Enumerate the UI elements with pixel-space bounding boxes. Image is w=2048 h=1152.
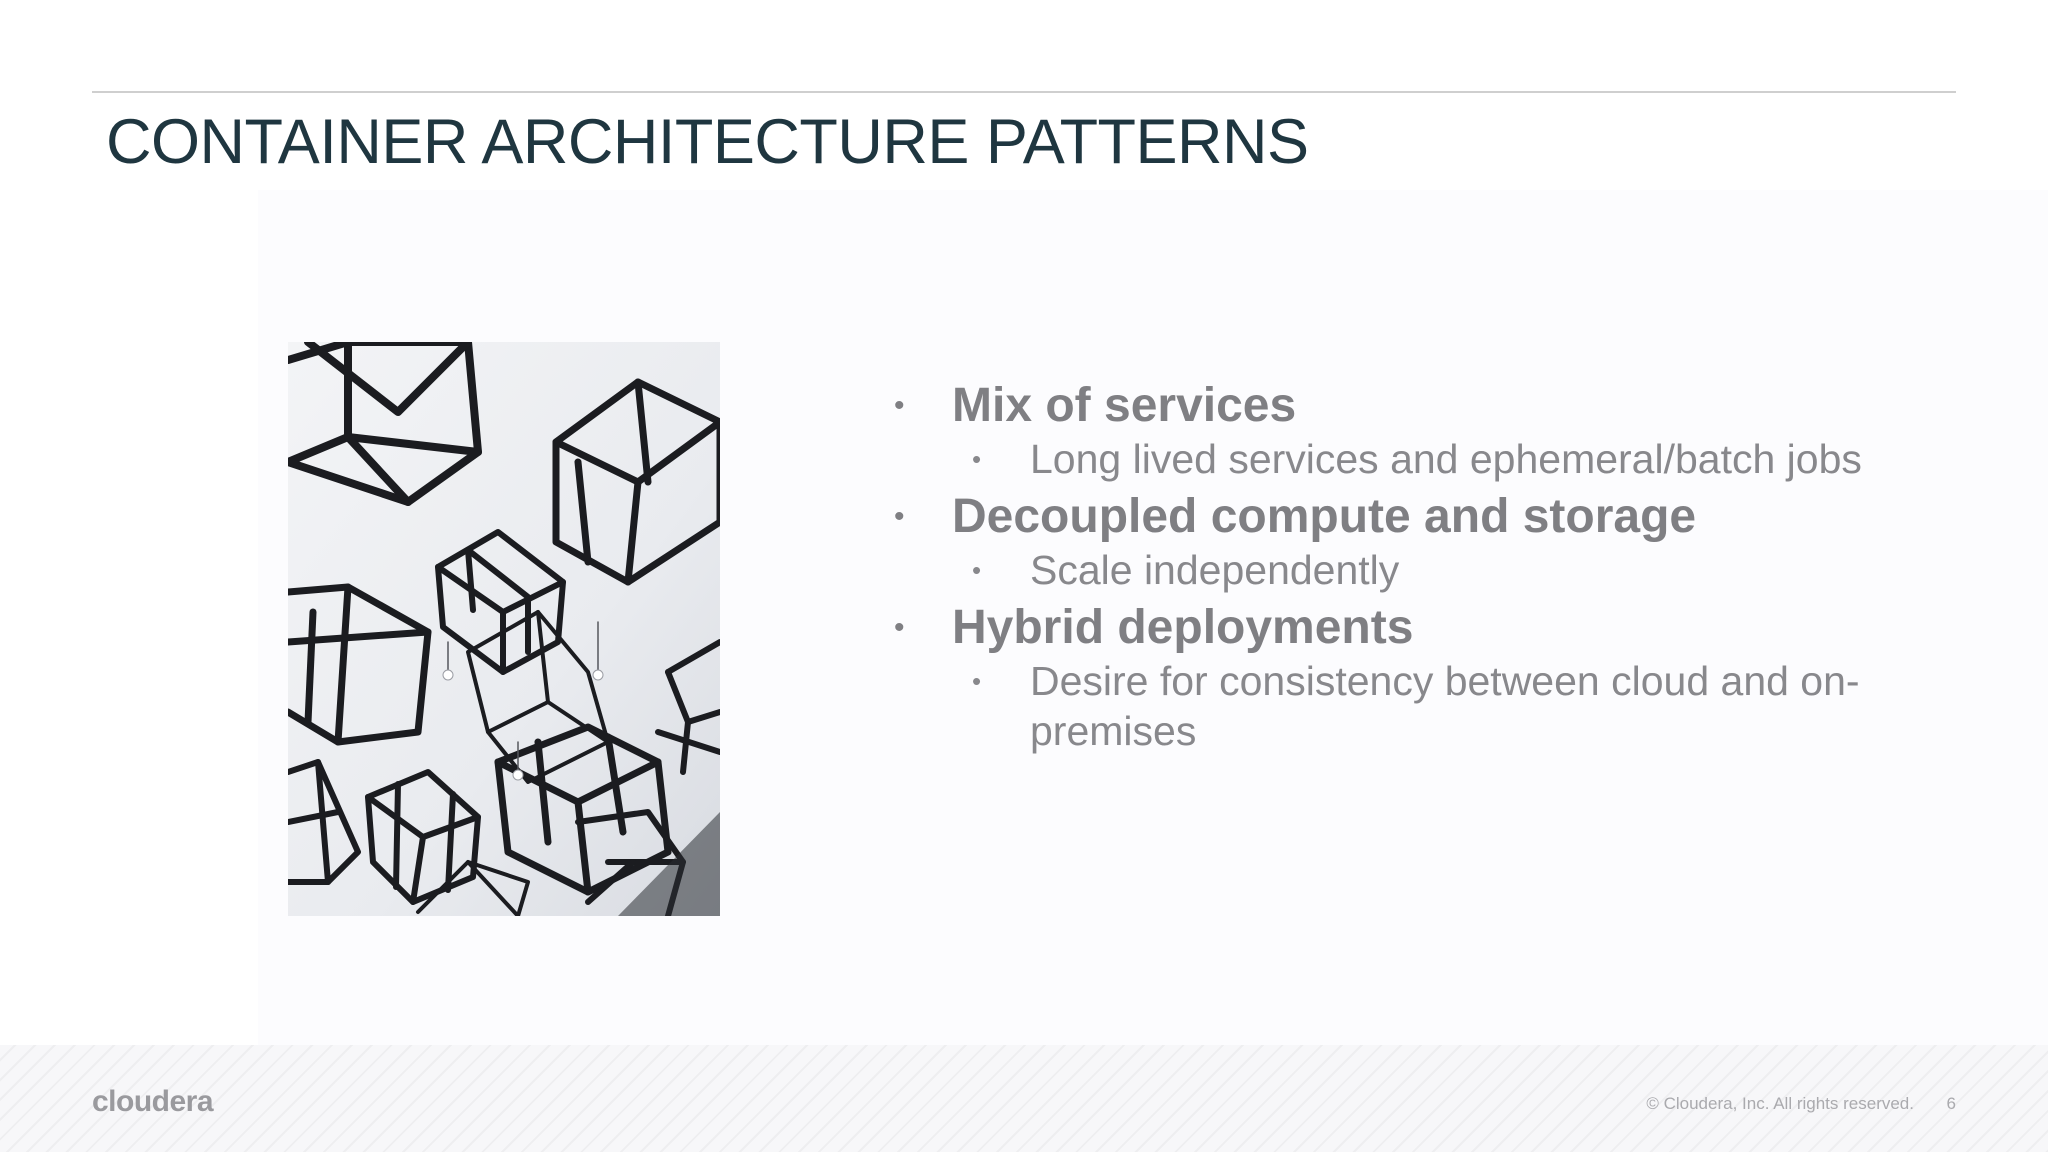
bullet-dot: • [972, 555, 982, 585]
cloudera-logo: cloudera [92, 1085, 214, 1118]
bullet-dot: • [972, 444, 982, 474]
bullet-dot: • [894, 500, 905, 533]
bullet-dot: • [894, 389, 905, 422]
sub-bullet-text: Scale independently [1030, 547, 1400, 593]
wire-cubes-illustration [288, 342, 720, 916]
wire-cubes-photo [288, 342, 720, 916]
bullet-dot: • [972, 666, 982, 696]
page-number: 6 [1946, 1094, 1956, 1113]
top-rule [92, 91, 1956, 93]
sub-bullet-item: • Scale independently [880, 545, 1950, 595]
sub-bullet-text: Long lived services and ephemeral/batch … [1030, 436, 1862, 482]
copyright-notice: © Cloudera, Inc. All rights reserved. [1646, 1094, 1914, 1113]
bullet-item: • Hybrid deployments [880, 600, 2000, 656]
bullet-text: Hybrid deployments [952, 601, 1414, 654]
bullet-dot: • [894, 611, 905, 644]
bullet-text: Decoupled compute and storage [952, 490, 1697, 543]
slide-title: CONTAINER ARCHITECTURE PATTERNS [106, 107, 1309, 177]
bullet-item: • Decoupled compute and storage [880, 489, 2000, 545]
bullet-item: • Mix of services [880, 378, 2000, 434]
sub-bullet-text: Desire for consistency between cloud and… [1030, 658, 1860, 754]
sub-bullet-item: • Long lived services and ephemeral/batc… [880, 434, 1950, 484]
bullet-text: Mix of services [952, 379, 1297, 432]
footer-band [0, 1045, 2048, 1152]
sub-bullet-item: • Desire for consistency between cloud a… [880, 656, 1950, 756]
bullet-list: • Mix of services • Long lived services … [880, 378, 2000, 761]
